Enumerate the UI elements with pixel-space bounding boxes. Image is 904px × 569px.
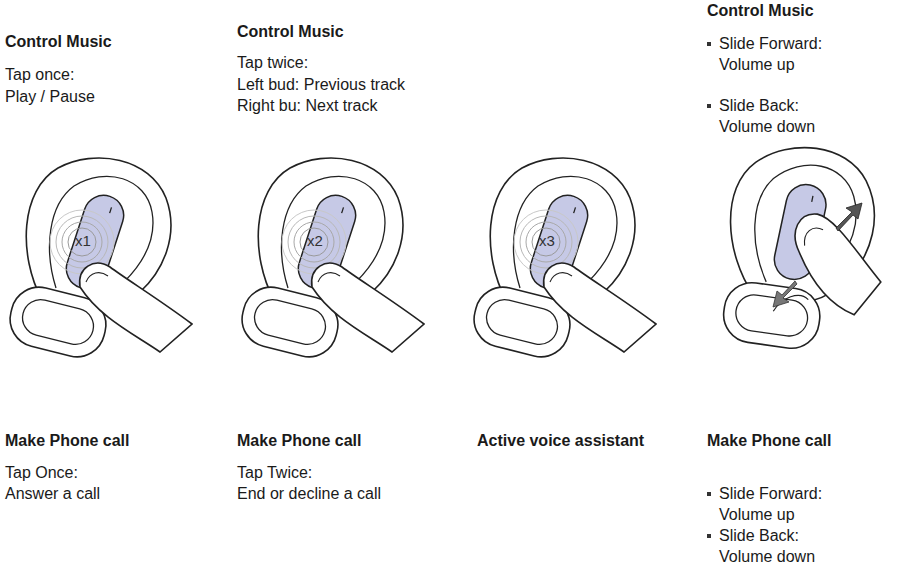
heading: Control Music <box>707 2 814 20</box>
instruction: Play / Pause <box>5 88 95 106</box>
heading: Make Phone call <box>707 432 832 450</box>
instruction: Volume down <box>719 548 815 566</box>
tap-count: x3 <box>539 232 555 249</box>
instruction: Volume up <box>719 506 795 524</box>
instruction: Slide Forward: <box>719 35 822 53</box>
instruction: Tap Once: <box>5 464 78 482</box>
heading: Active voice assistant <box>477 432 644 450</box>
instruction: Volume up <box>719 56 795 74</box>
earbud-tap-once <box>4 158 192 363</box>
heading: Control Music <box>237 23 344 41</box>
heading: Make Phone call <box>237 432 362 450</box>
instruction: Slide Forward: <box>719 485 822 503</box>
tap-count: x1 <box>75 232 91 249</box>
earbud-slide <box>701 141 888 362</box>
instruction: Right bu: Next track <box>237 97 378 115</box>
instruction: Answer a call <box>5 485 100 503</box>
instruction: Volume down <box>719 118 815 136</box>
earbud-tap-twice <box>236 158 424 363</box>
instruction: End or decline a call <box>237 485 381 503</box>
heading: Make Phone call <box>5 432 130 450</box>
tap-count: x2 <box>307 232 323 249</box>
instruction: Left bud: Previous track <box>237 76 405 94</box>
instruction: Tap Twice: <box>237 464 312 482</box>
slide-arrows <box>773 203 862 307</box>
earbud-tap-three <box>468 158 656 363</box>
instruction: Slide Back: <box>719 97 799 115</box>
heading: Control Music <box>5 33 112 51</box>
instruction: Tap twice: <box>237 54 308 72</box>
bullet-squares <box>707 42 711 538</box>
instruction: Tap once: <box>5 66 74 84</box>
instruction: Slide Back: <box>719 527 799 545</box>
